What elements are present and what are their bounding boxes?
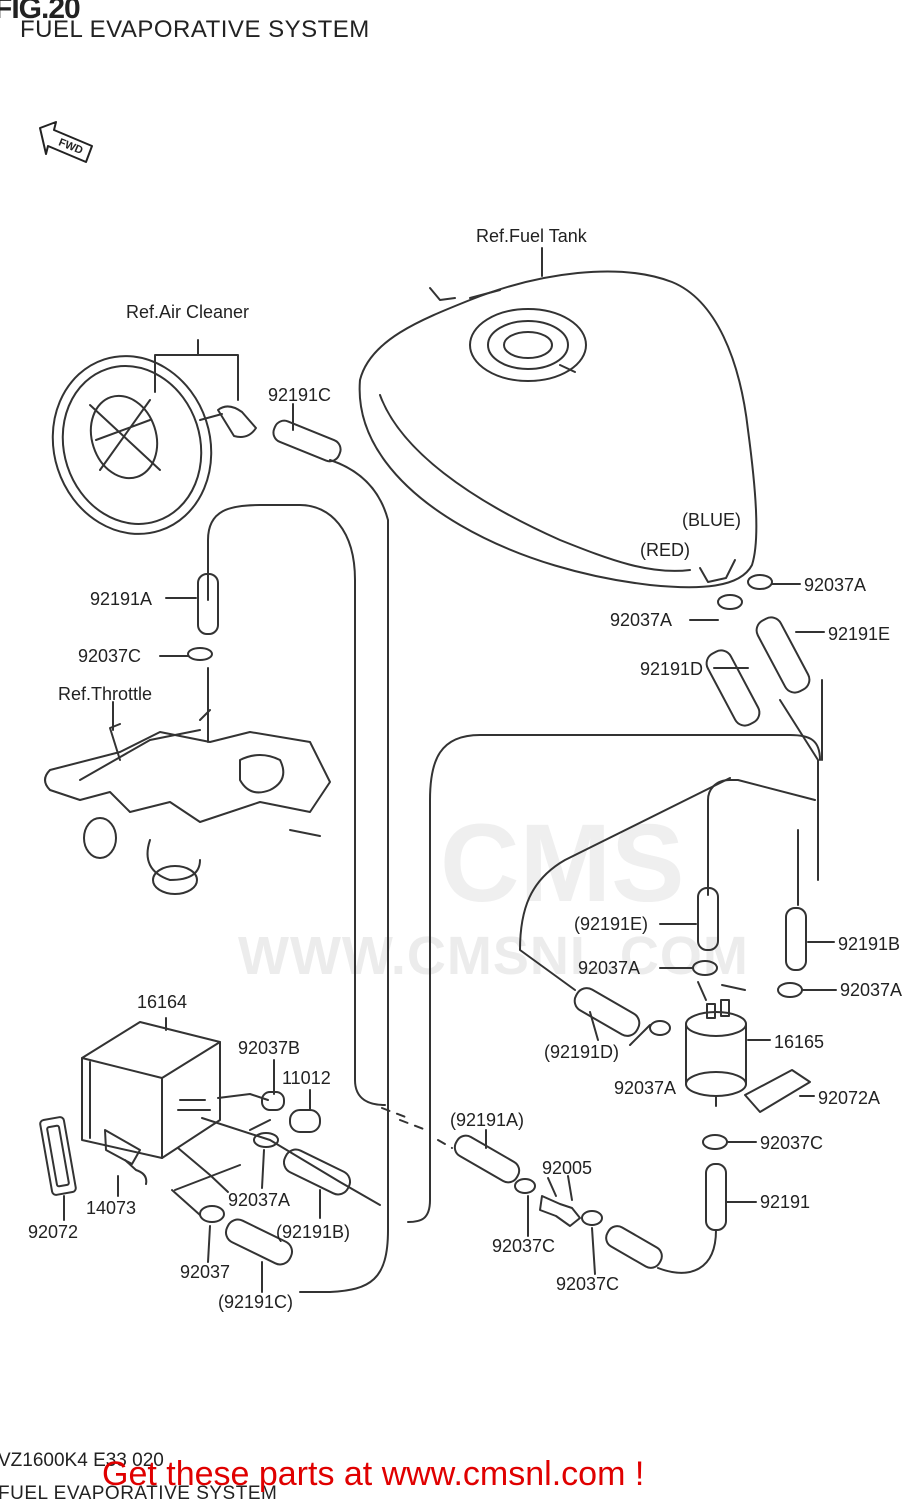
part-label[interactable]: 11012: [282, 1068, 331, 1088]
watermark-logo: CMS: [440, 802, 685, 925]
part-label[interactable]: 92191B: [838, 934, 901, 954]
part-label[interactable]: 92037A: [804, 575, 867, 595]
part-label[interactable]: (92191E): [574, 914, 649, 934]
diagram-code: VZ1600K4 E33 020: [0, 1450, 164, 1471]
watermark-url: WWW.CMSNL.COM: [238, 926, 749, 986]
part-label[interactable]: 16164: [137, 992, 188, 1012]
ref-air-cleaner-label: Ref.Air Cleaner: [126, 302, 250, 322]
part-label[interactable]: 92191C: [268, 385, 332, 405]
throttle-body-icon: [44, 709, 331, 895]
part-label[interactable]: 92191E: [828, 624, 891, 644]
part-label[interactable]: (92191C): [218, 1292, 294, 1312]
part-label[interactable]: 92037B: [238, 1038, 301, 1058]
connector-icon: [539, 1195, 581, 1227]
blue-hose-label: (BLUE): [682, 510, 742, 530]
part-label[interactable]: 92072A: [818, 1088, 881, 1108]
part-label[interactable]: 92191D: [640, 659, 704, 679]
part-label[interactable]: 92037A: [610, 610, 673, 630]
part-label[interactable]: 92037A: [228, 1190, 291, 1210]
part-label[interactable]: 92037C: [78, 646, 142, 666]
air-cleaner-icon: [51, 355, 257, 535]
part-label[interactable]: 92191: [760, 1192, 811, 1212]
part-label[interactable]: 16165: [774, 1032, 825, 1052]
ref-fuel-tank-label: Ref.Fuel Tank: [476, 226, 587, 246]
fuel-tank-icon: [358, 270, 758, 589]
part-label[interactable]: 92037A: [614, 1078, 677, 1098]
ref-throttle-label: Ref.Throttle: [58, 684, 153, 704]
part-label[interactable]: 92005: [542, 1158, 593, 1178]
fuel-filter-icon: [685, 999, 811, 1113]
part-label[interactable]: 92037A: [840, 980, 903, 1000]
part-label[interactable]: 92037C: [492, 1236, 556, 1256]
canister-icon: [81, 1021, 221, 1185]
part-label[interactable]: 92037A: [578, 958, 641, 978]
part-label[interactable]: 92191A: [90, 589, 153, 609]
forward-arrow-icon: FWD: [39, 121, 93, 163]
part-label[interactable]: 14073: [86, 1198, 137, 1218]
part-label[interactable]: 92072: [28, 1222, 79, 1242]
figure-number: FIG.20: [0, 0, 81, 25]
red-hose-label: (RED): [640, 540, 690, 560]
part-label[interactable]: 92037: [180, 1262, 231, 1282]
diagram-subtitle: FUEL EVAPORATIVE SYSTEM: [0, 1483, 278, 1500]
order-parts-link[interactable]: Get these parts at www.cmsnl.com !: [102, 1455, 645, 1493]
part-label[interactable]: (92191A): [450, 1110, 525, 1130]
figure-title: FUEL EVAPORATIVE SYSTEM: [20, 16, 370, 43]
part-label[interactable]: (92191D): [544, 1042, 620, 1062]
part-label[interactable]: 92037C: [760, 1133, 824, 1153]
part-label[interactable]: 92037C: [556, 1274, 620, 1294]
part-label[interactable]: (92191B): [276, 1222, 351, 1242]
